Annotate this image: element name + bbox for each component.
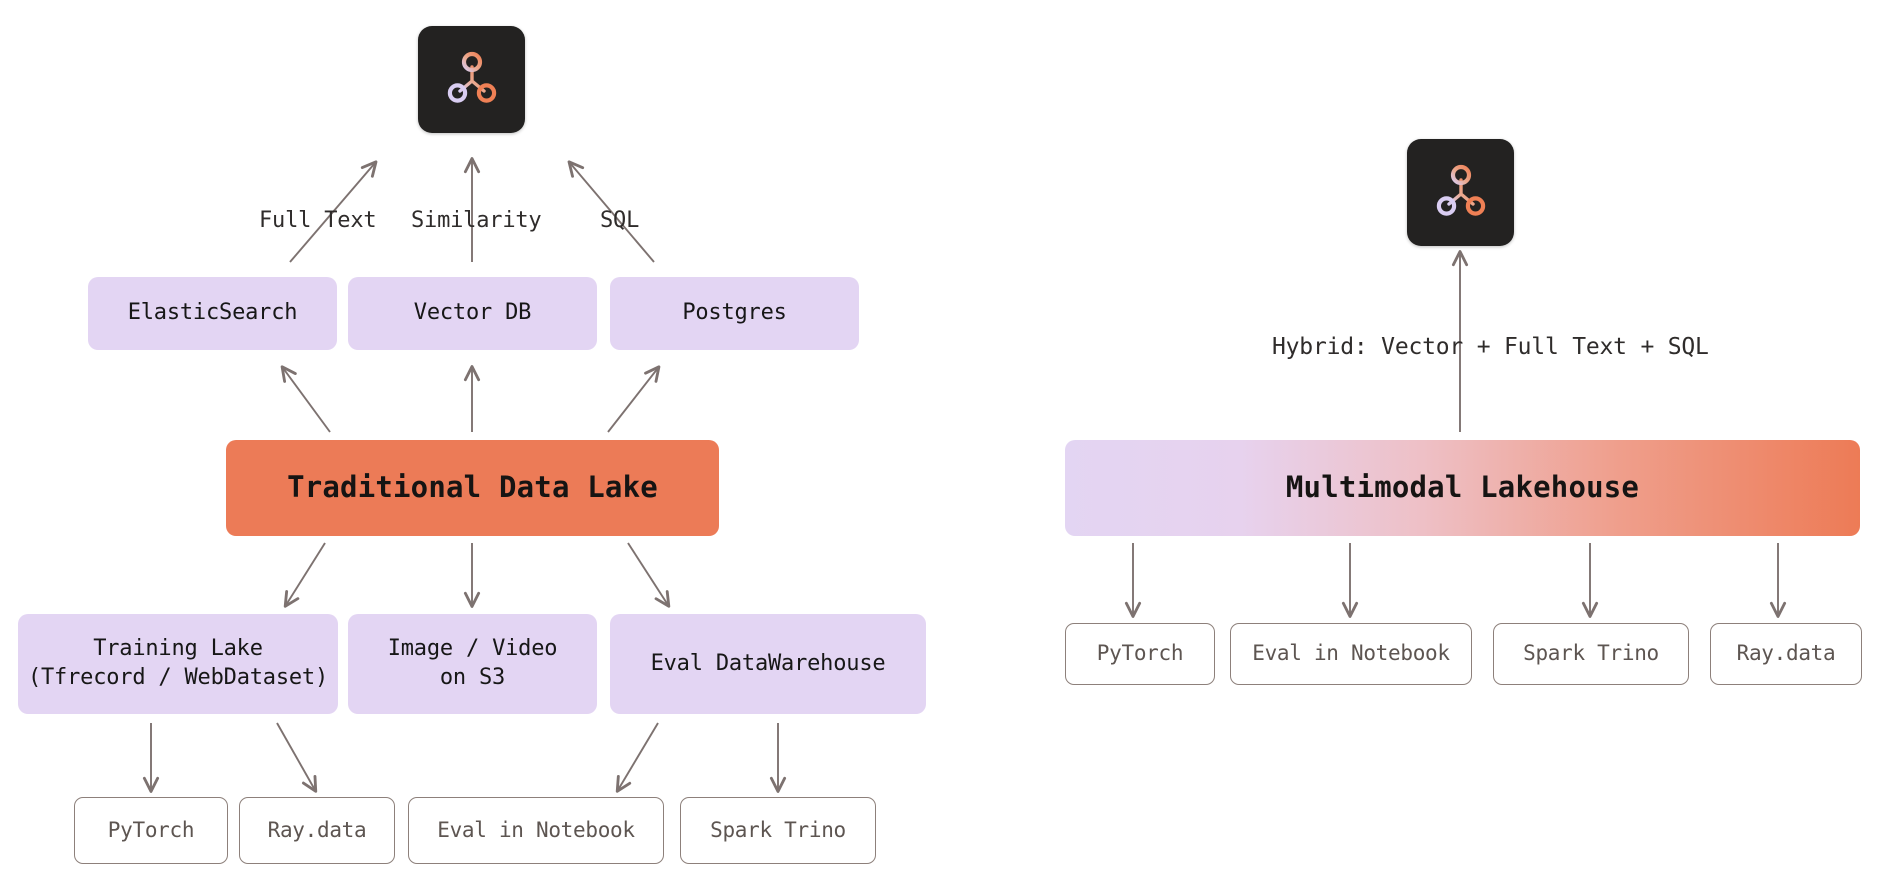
engine-box-vector-db[interactable]: Vector DB [348, 277, 597, 350]
engine-label: Vector DB [413, 300, 532, 326]
right-consumer-box-raydata[interactable]: Ray.data [1710, 623, 1862, 685]
node-graph-logo-icon [447, 51, 496, 103]
store-box-image-video-s3[interactable]: Image / Video on S3 [348, 614, 597, 714]
consumer-label: Eval in Notebook [1252, 641, 1450, 666]
right-logo-tile [1407, 139, 1514, 246]
engine-box-postgres[interactable]: Postgres [610, 277, 859, 350]
consumer-box-eval-in-notebook[interactable]: Eval in Notebook [408, 797, 664, 864]
arrow-lake-to-elasticsearch [280, 365, 331, 433]
consumer-label: Spark Trino [1523, 641, 1659, 666]
consumer-box-pytorch[interactable]: PyTorch [74, 797, 228, 864]
core-box-traditional-data-lake[interactable]: Traditional Data Lake [226, 440, 719, 536]
core-box-multimodal-lakehouse[interactable]: Multimodal Lakehouse [1065, 440, 1860, 536]
consumer-label: Ray.data [1736, 641, 1836, 666]
query-label-hybrid: Hybrid: Vector + Full Text + SQL [1272, 334, 1709, 360]
consumer-label: Spark Trino [710, 817, 846, 842]
store-box-eval-datawarehouse[interactable]: Eval DataWarehouse [610, 614, 926, 714]
query-label-full-text: Full Text [259, 208, 377, 233]
consumer-label: Ray.data [267, 817, 367, 842]
consumer-label: PyTorch [107, 817, 195, 842]
core-label: Traditional Data Lake [287, 470, 658, 505]
engine-label: Postgres [682, 300, 787, 326]
arrow-lake-to-postgres [607, 365, 661, 433]
engine-box-elasticsearch[interactable]: ElasticSearch [88, 277, 337, 350]
consumer-box-spark-trino[interactable]: Spark Trino [680, 797, 876, 864]
left-logo-tile [418, 26, 525, 133]
engine-label: ElasticSearch [127, 300, 298, 326]
right-consumer-box-spark-trino[interactable]: Spark Trino [1493, 623, 1689, 685]
right-consumer-box-pytorch[interactable]: PyTorch [1065, 623, 1215, 685]
arrow-eval-warehouse-to-notebook [615, 722, 659, 793]
right-consumer-box-eval-in-notebook[interactable]: Eval in Notebook [1230, 623, 1472, 685]
consumer-label: PyTorch [1096, 641, 1184, 666]
store-box-training-lake[interactable]: Training Lake (Tfrecord / WebDataset) [18, 614, 338, 714]
arrow-lake-to-training-lake [283, 542, 326, 608]
arrow-training-lake-to-raydata [276, 722, 318, 793]
core-label: Multimodal Lakehouse [1285, 470, 1640, 505]
consumer-label: Eval in Notebook [437, 817, 635, 842]
query-label-similarity: Similarity [411, 208, 542, 233]
node-graph-logo-icon [1436, 164, 1485, 216]
consumer-box-raydata[interactable]: Ray.data [239, 797, 395, 864]
query-label-sql: SQL [600, 208, 640, 233]
arrow-lake-to-eval-warehouse [627, 542, 671, 608]
